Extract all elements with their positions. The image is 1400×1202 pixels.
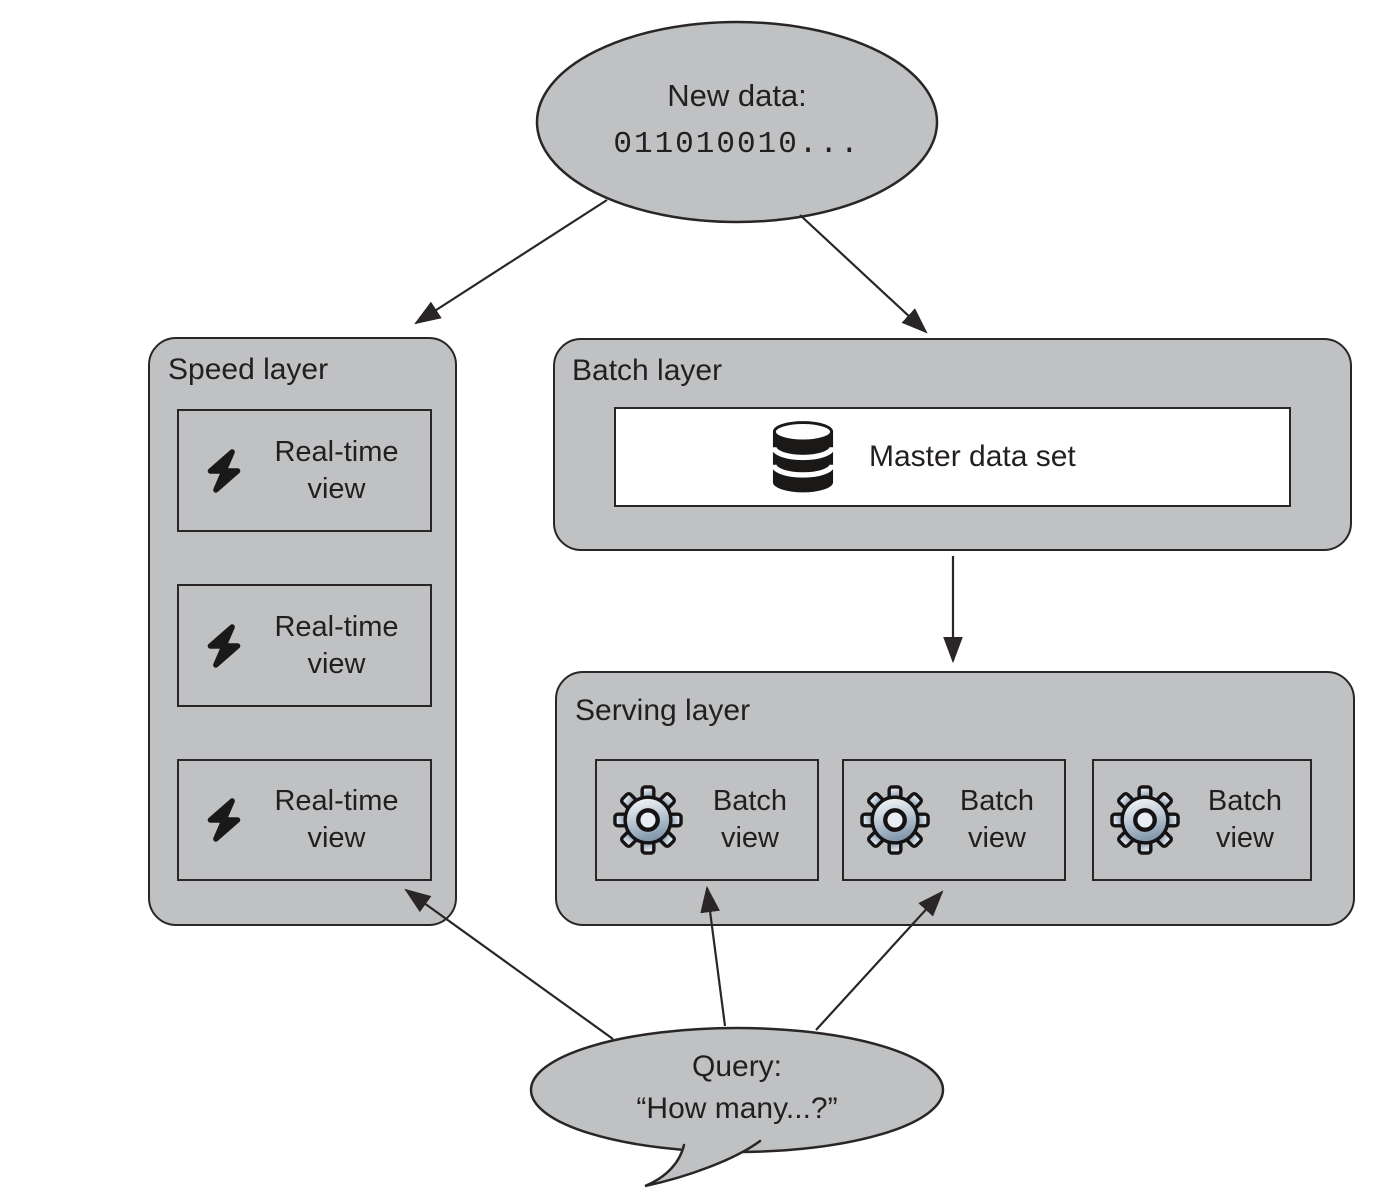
batch-view-line1: Batch	[959, 785, 1035, 817]
gear-icon	[860, 785, 930, 855]
query-question: “How many...?”	[636, 1092, 838, 1125]
batch-view-line1: Batch	[1207, 785, 1283, 817]
gear-icon	[613, 785, 683, 855]
realtime-view-text: Real-time view	[243, 434, 430, 508]
batch-layer: Batch layer Master data set	[553, 338, 1352, 551]
query-label: Query:	[691, 1050, 783, 1083]
realtime-view-line2: view	[307, 822, 366, 854]
batch-view-text: Batch view	[930, 783, 1064, 857]
new-data-ellipse	[535, 20, 939, 224]
master-data-set-label: Master data set	[869, 440, 1076, 473]
arrow-newdata-to-speed-layer	[414, 199, 608, 325]
lightning-bolt-icon	[205, 791, 243, 849]
master-data-set-box: Master data set	[614, 407, 1291, 507]
realtime-view-line1: Real-time	[274, 610, 399, 643]
database-icon	[771, 420, 835, 494]
batch-view-line2: view	[720, 822, 779, 854]
query-bubble-tail	[645, 1138, 766, 1186]
batch-view-line1: Batch	[712, 785, 788, 817]
speed-layer-label: Speed layer	[168, 353, 329, 386]
speed-layer: Speed layer Real-time view Real-time vie…	[148, 337, 457, 926]
batch-view-line2: view	[1215, 822, 1274, 854]
batch-view-box: Batch view	[1092, 759, 1312, 881]
realtime-view-line2: view	[307, 647, 366, 680]
new-data-value: 011010010...	[613, 127, 861, 162]
new-data-label: New data:	[667, 78, 807, 113]
batch-view-text: Batch view	[683, 783, 817, 857]
query-bubble-tail-outline	[644, 1139, 762, 1188]
realtime-view-line2: view	[307, 472, 366, 505]
batch-view-line2: view	[967, 822, 1026, 854]
batch-view-box: Batch view	[595, 759, 819, 881]
realtime-view-line1: Real-time	[274, 785, 399, 817]
realtime-view-box: Real-time view	[177, 584, 432, 707]
realtime-view-line1: Real-time	[274, 435, 399, 468]
batch-layer-label: Batch layer	[572, 354, 723, 387]
lightning-bolt-icon	[205, 442, 243, 500]
realtime-view-text: Real-time view	[243, 783, 430, 857]
batch-view-text: Batch view	[1180, 783, 1310, 857]
query-bubble-ellipse	[529, 1026, 945, 1154]
realtime-view-text: Real-time view	[243, 609, 430, 683]
serving-layer-label: Serving layer	[575, 694, 751, 727]
serving-layer: Serving layer	[555, 671, 1355, 926]
batch-view-box: Batch view	[842, 759, 1066, 881]
gear-icon	[1110, 785, 1180, 855]
realtime-view-box: Real-time view	[177, 759, 432, 881]
realtime-view-box: Real-time view	[177, 409, 432, 532]
arrow-newdata-to-batch-layer	[799, 214, 928, 334]
lightning-bolt-icon	[205, 617, 243, 675]
